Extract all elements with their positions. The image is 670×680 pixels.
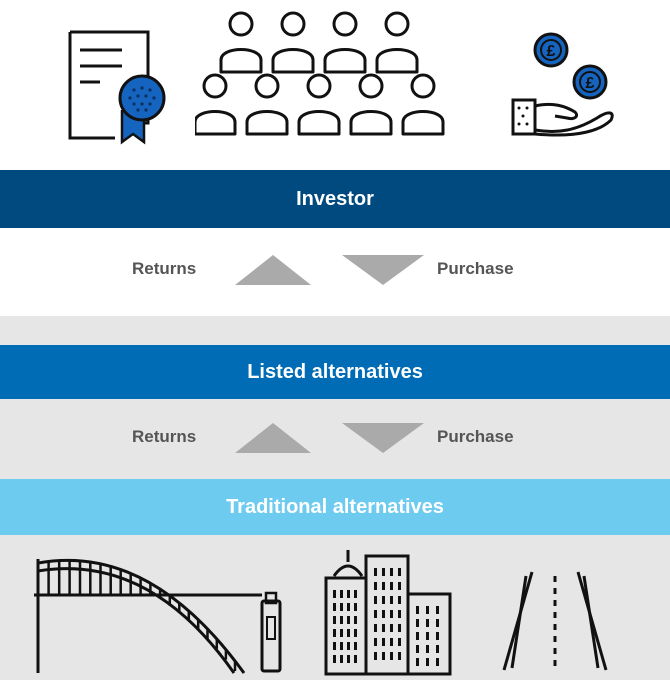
road-icon: [502, 571, 608, 671]
listed-returns-label: Returns: [132, 427, 197, 446]
investor-band: Investor: [0, 170, 670, 228]
returns-arrow-up-icon: [235, 423, 311, 453]
pound-symbol: £: [547, 43, 556, 60]
bridge-icon: [34, 558, 282, 674]
traditional-alternatives-band: Traditional alternatives: [0, 479, 670, 535]
pound-symbol: £: [586, 75, 595, 92]
traditional-alternatives-label: Traditional alternatives: [226, 495, 444, 518]
listed-alternatives-band: Listed alternatives: [0, 345, 670, 399]
person-icon: [349, 73, 393, 136]
person-icon: [375, 11, 419, 74]
person-icon: [271, 11, 315, 74]
person-icon: [297, 73, 341, 136]
person-icon: [195, 73, 237, 136]
purchase-arrow-down-icon: [342, 255, 424, 285]
listed-alternatives-label: Listed alternatives: [247, 360, 423, 383]
person-icon: [219, 11, 263, 74]
investor-label: Investor: [296, 187, 374, 210]
city-buildings-icon: [324, 550, 452, 676]
person-icon: [323, 11, 367, 74]
hand-with-pound-coins-icon: £ £: [511, 32, 614, 137]
listed-purchase-label: Purchase: [437, 427, 514, 446]
certificate-icon: [68, 30, 166, 145]
crowd-icon: [195, 11, 445, 136]
person-icon: [401, 73, 445, 136]
investor-purchase-label: Purchase: [437, 259, 514, 278]
investor-returns-label: Returns: [132, 259, 197, 278]
purchase-arrow-down-icon: [342, 423, 424, 453]
returns-arrow-up-icon: [235, 255, 311, 285]
person-icon: [245, 73, 289, 136]
